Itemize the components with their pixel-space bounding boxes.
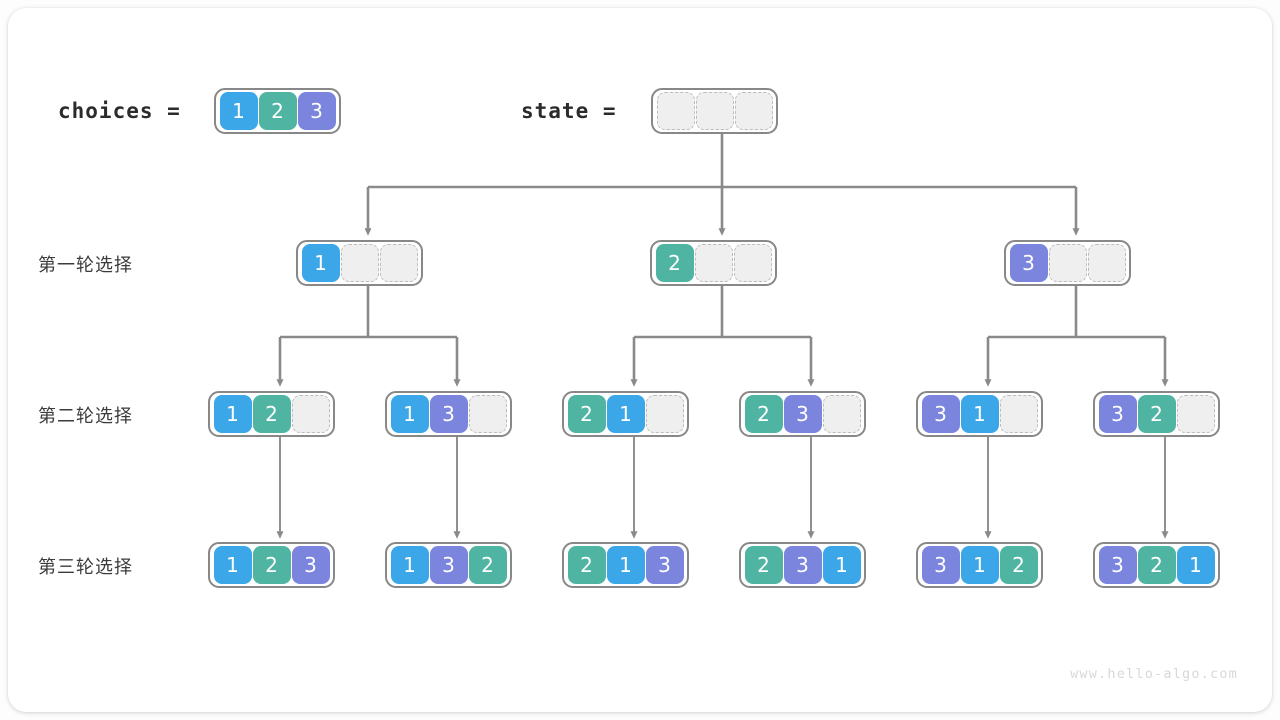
level1-node-0-cell-2 — [379, 244, 418, 282]
level1-node-2-cell-2 — [1087, 244, 1126, 282]
state-cell-2 — [734, 92, 773, 130]
level1-node-0: 1 — [296, 240, 423, 286]
level2-node-5: 3 2 — [1093, 391, 1220, 437]
level2-node-1: 1 3 — [385, 391, 512, 437]
level2-node-4-cell-0: 3 — [921, 395, 960, 433]
level2-node-5-cell-2 — [1176, 395, 1215, 433]
level3-node-3-cell-0: 2 — [744, 546, 783, 584]
level3-node-3-cell-2: 1 — [822, 546, 861, 584]
level1-node-2-cell-0: 3 — [1009, 244, 1048, 282]
level2-node-2-cell-0: 2 — [567, 395, 606, 433]
row-label-round-3: 第三轮选择 — [38, 557, 133, 578]
level3-node-0-cell-2: 3 — [291, 546, 330, 584]
level3-node-1-cell-0: 1 — [390, 546, 429, 584]
row-label-round-2: 第二轮选择 — [38, 406, 133, 427]
level3-node-1-cell-1: 3 — [429, 546, 468, 584]
level3-node-2-cell-2: 3 — [645, 546, 684, 584]
level3-node-2: 2 1 3 — [562, 542, 689, 588]
level1-node-0-cell-0: 1 — [301, 244, 340, 282]
state-label: state = — [521, 99, 617, 123]
level3-node-4-cell-1: 1 — [960, 546, 999, 584]
level3-node-0-cell-1: 2 — [252, 546, 291, 584]
level3-node-2-cell-0: 2 — [567, 546, 606, 584]
choices-cell-1: 2 — [258, 92, 297, 130]
level2-node-3-cell-0: 2 — [744, 395, 783, 433]
level2-node-1-cell-1: 3 — [429, 395, 468, 433]
level3-node-2-cell-1: 1 — [606, 546, 645, 584]
level1-node-1-cell-1 — [694, 244, 733, 282]
level2-node-3-cell-1: 3 — [783, 395, 822, 433]
level2-node-5-cell-0: 3 — [1098, 395, 1137, 433]
level3-node-5: 3 2 1 — [1093, 542, 1220, 588]
state-cell-1 — [695, 92, 734, 130]
diagram-card — [8, 8, 1272, 712]
choices-label: choices = — [58, 99, 181, 123]
level3-node-4: 3 1 2 — [916, 542, 1043, 588]
level1-node-2: 3 — [1004, 240, 1131, 286]
choices-cell-0: 1 — [219, 92, 258, 130]
level2-node-4-cell-1: 1 — [960, 395, 999, 433]
level2-node-0: 1 2 — [208, 391, 335, 437]
level3-node-1-cell-2: 2 — [468, 546, 507, 584]
state-array — [651, 88, 778, 134]
level2-node-2-cell-1: 1 — [606, 395, 645, 433]
level2-node-0-cell-2 — [291, 395, 330, 433]
level1-node-2-cell-1 — [1048, 244, 1087, 282]
level3-node-5-cell-2: 1 — [1176, 546, 1215, 584]
level2-node-3: 2 3 — [739, 391, 866, 437]
level3-node-0-cell-0: 1 — [213, 546, 252, 584]
level2-node-0-cell-0: 1 — [213, 395, 252, 433]
level2-node-2-cell-2 — [645, 395, 684, 433]
level2-node-1-cell-0: 1 — [390, 395, 429, 433]
watermark: www.hello-algo.com — [1070, 666, 1238, 682]
level1-node-0-cell-1 — [340, 244, 379, 282]
row-label-round-1: 第一轮选择 — [38, 255, 133, 276]
level3-node-4-cell-2: 2 — [999, 546, 1038, 584]
level3-node-3: 2 3 1 — [739, 542, 866, 588]
level2-node-2: 2 1 — [562, 391, 689, 437]
level3-node-5-cell-1: 2 — [1137, 546, 1176, 584]
level3-node-1: 1 3 2 — [385, 542, 512, 588]
level3-node-0: 1 2 3 — [208, 542, 335, 588]
level3-node-3-cell-1: 3 — [783, 546, 822, 584]
level1-node-1: 2 — [650, 240, 777, 286]
level2-node-0-cell-1: 2 — [252, 395, 291, 433]
choices-array: 1 2 3 — [214, 88, 341, 134]
level2-node-4-cell-2 — [999, 395, 1038, 433]
level3-node-4-cell-0: 3 — [921, 546, 960, 584]
level2-node-3-cell-2 — [822, 395, 861, 433]
state-cell-0 — [656, 92, 695, 130]
level2-node-4: 3 1 — [916, 391, 1043, 437]
level2-node-1-cell-2 — [468, 395, 507, 433]
level2-node-5-cell-1: 2 — [1137, 395, 1176, 433]
level3-node-5-cell-0: 3 — [1098, 546, 1137, 584]
choices-cell-2: 3 — [297, 92, 336, 130]
level1-node-1-cell-0: 2 — [655, 244, 694, 282]
level1-node-1-cell-2 — [733, 244, 772, 282]
